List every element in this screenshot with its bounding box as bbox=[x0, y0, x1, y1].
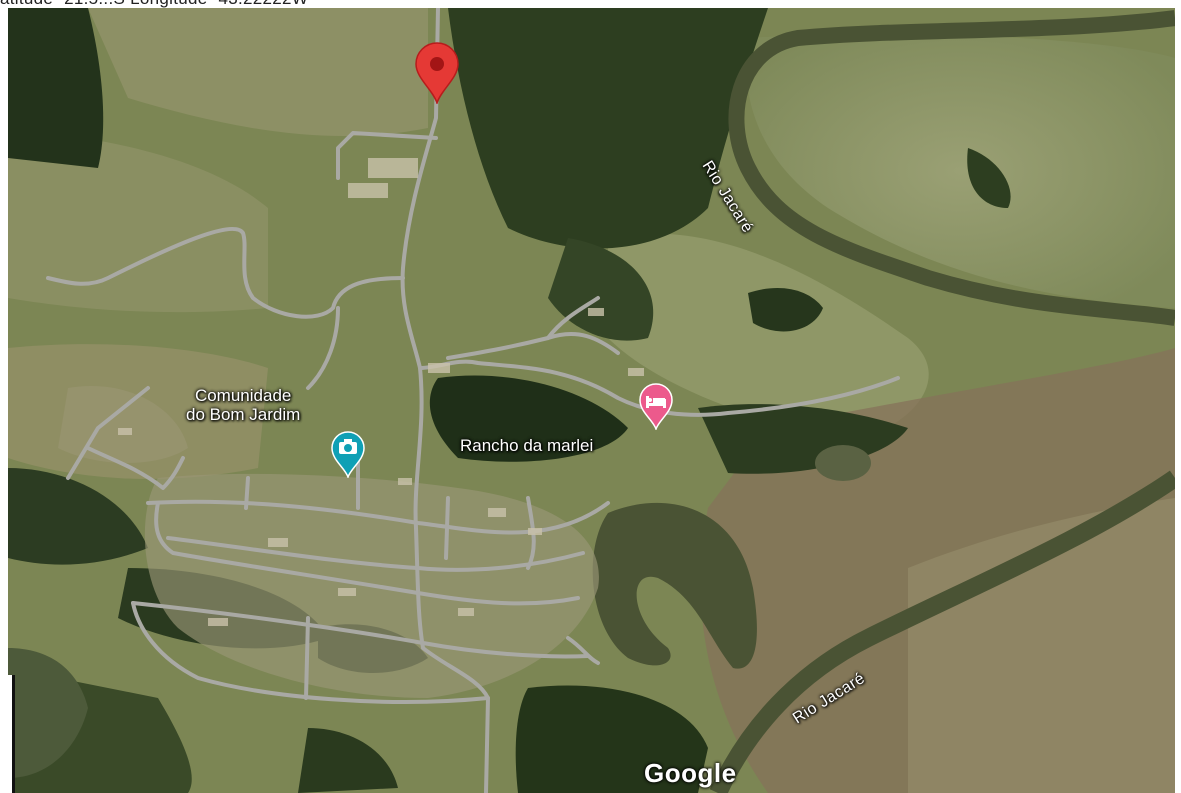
community-label[interactable]: Comunidade do Bom Jardim bbox=[186, 386, 300, 424]
community-label-line1: Comunidade bbox=[194, 386, 292, 405]
location-pin-icon[interactable] bbox=[414, 42, 460, 104]
community-label-line2: do Bom Jardim bbox=[186, 405, 301, 424]
map-imagery bbox=[8, 8, 1175, 793]
satellite-map[interactable]: Comunidade do Bom Jardim Rancho da marle… bbox=[8, 8, 1175, 793]
coordinates-bar: atitude -21.5...S Longitude -43.22222W bbox=[0, 0, 1181, 8]
camera-marker-icon[interactable] bbox=[330, 430, 366, 478]
coordinates-text: atitude -21.5...S Longitude -43.22222W bbox=[0, 0, 308, 8]
side-panel-edge bbox=[0, 675, 15, 793]
rancho-label[interactable]: Rancho da marlei bbox=[460, 436, 594, 455]
hotel-marker-icon[interactable] bbox=[638, 382, 674, 430]
google-attribution-logo: Google bbox=[644, 758, 737, 788]
